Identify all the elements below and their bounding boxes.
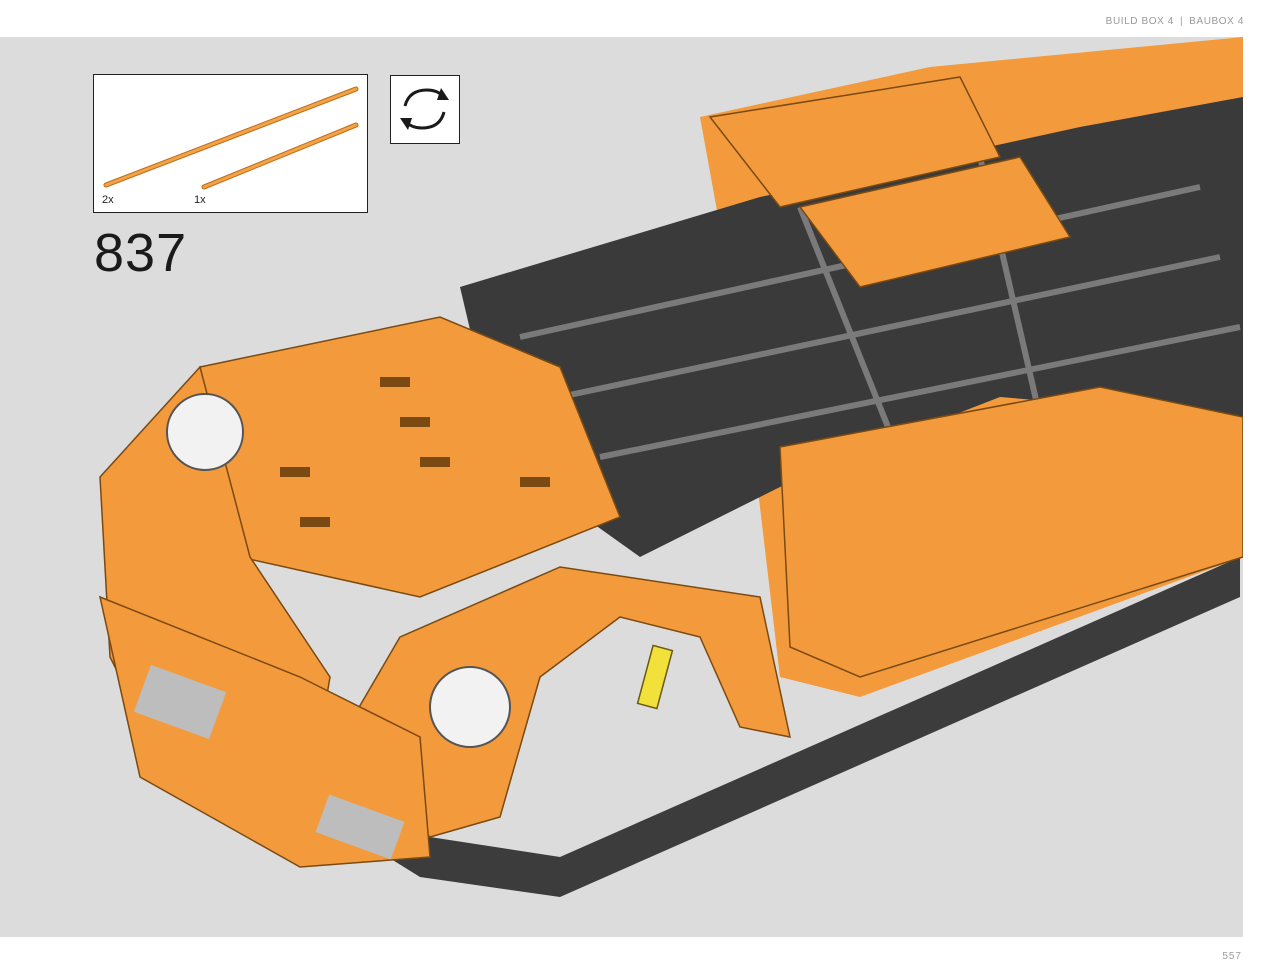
step-number: 837	[94, 223, 188, 283]
page-number: 557	[1222, 951, 1242, 962]
rotate-model-callout	[390, 75, 460, 144]
header-baubox: BAUBOX 4	[1189, 16, 1244, 27]
car-model-illustration	[98, 37, 1243, 897]
header-separator: |	[1179, 16, 1184, 27]
page-header: BUILD BOX 4 | BAUBOX 4	[1106, 16, 1244, 27]
axle-parts-illustration	[103, 86, 359, 190]
instruction-panel	[0, 37, 1243, 937]
part-quantity-long: 2x	[102, 194, 114, 206]
header-build-box: BUILD BOX 4	[1105, 16, 1174, 27]
rotate-model-icon	[400, 88, 449, 130]
parts-callout: 2x 1x	[93, 74, 368, 213]
part-quantity-short: 1x	[194, 194, 206, 206]
